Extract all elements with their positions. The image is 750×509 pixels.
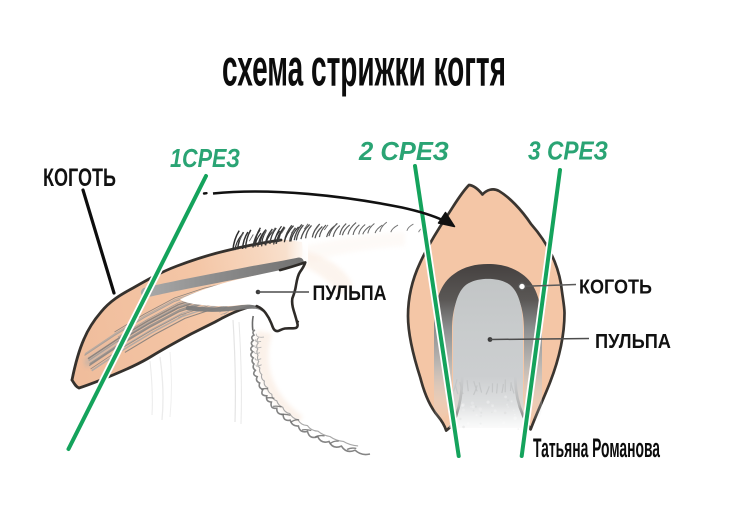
- svg-text:КОГОТЬ: КОГОТЬ: [579, 276, 652, 299]
- svg-text:Татьяна Романова: Татьяна Романова: [533, 433, 661, 463]
- svg-text:ПУЛЬПА: ПУЛЬПА: [595, 330, 671, 353]
- svg-text:КОГОТЬ: КОГОТЬ: [43, 164, 116, 192]
- svg-text:ПУЛЬПА: ПУЛЬПА: [313, 281, 387, 305]
- svg-text:1СРЕЗ: 1СРЕЗ: [170, 143, 240, 173]
- svg-text:схема стрижки когтя: схема стрижки когтя: [222, 40, 506, 98]
- svg-text:2 СРЕЗ: 2 СРЕЗ: [358, 136, 449, 166]
- svg-text:3 СРЕЗ: 3 СРЕЗ: [528, 136, 608, 166]
